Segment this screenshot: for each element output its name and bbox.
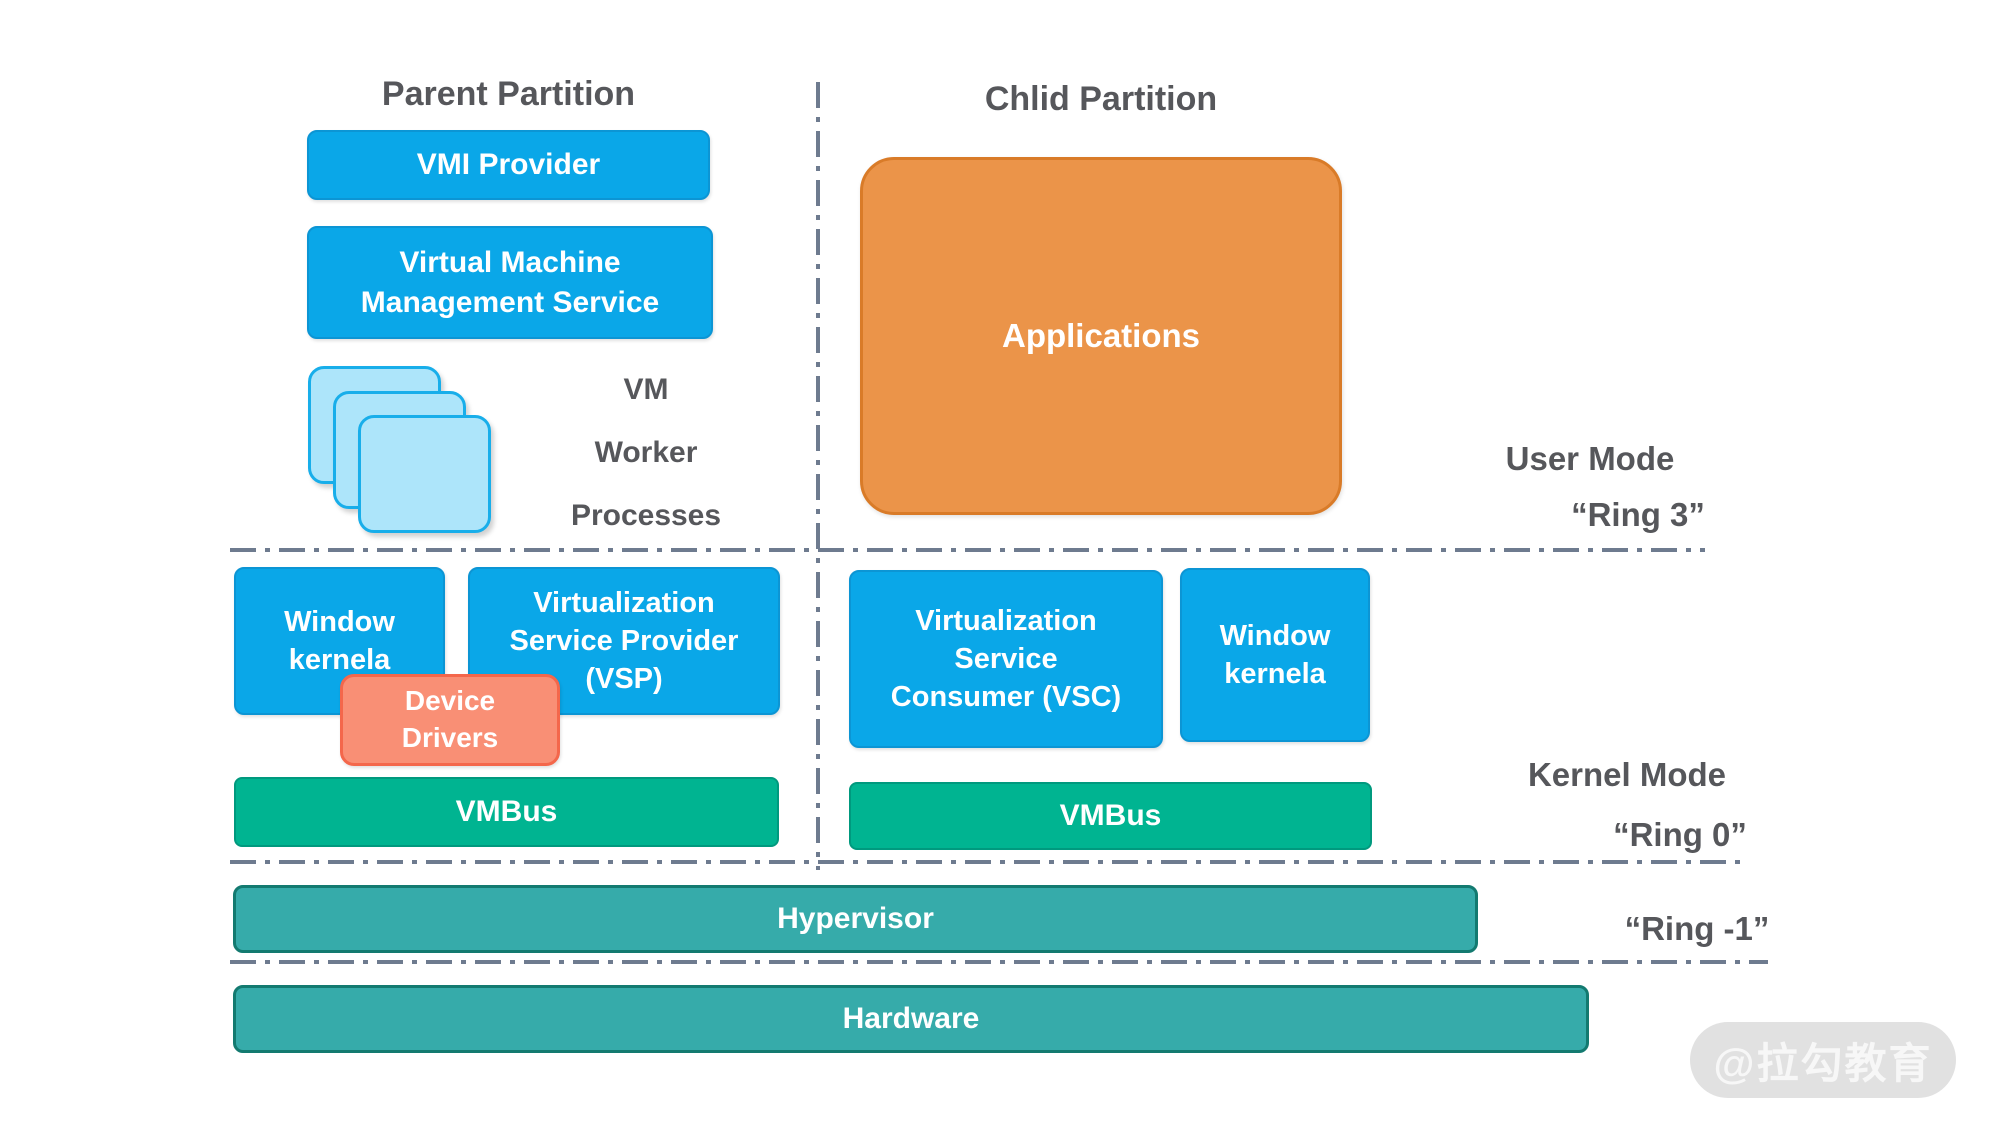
user-mode-label: User Mode (1505, 440, 1675, 477)
vm-worker-processes-label: VM Worker Processes (570, 373, 722, 532)
parent-partition-title: Parent Partition (381, 75, 636, 113)
vmi-provider-box: VMI Provider (307, 130, 710, 200)
hardware-bar: Hardware (233, 985, 1589, 1053)
hypervisor-bar: Hypervisor (233, 885, 1478, 953)
ring-minus1-label: “Ring -1” (1624, 910, 1770, 947)
child-partition-title: Chlid Partition (984, 80, 1218, 118)
ring3-label: “Ring 3” (1571, 496, 1705, 533)
applications-box: Applications (860, 157, 1342, 515)
device-drivers-box: Device Drivers (340, 674, 560, 766)
vsc-box: Virtualization Service Consumer (VSC) (849, 570, 1163, 748)
vmbus-right-box: VMBus (849, 782, 1372, 850)
ring0-label: “Ring 0” (1613, 816, 1747, 853)
kernel-mode-label: Kernel Mode (1527, 756, 1727, 793)
vm-management-service-box: Virtual Machine Management Service (307, 226, 713, 339)
window-kernel-right-box: Window kernela (1180, 568, 1370, 742)
watermark-badge: @拉勾教育 (1690, 1022, 1956, 1098)
vm-worker-process-square-front (358, 415, 491, 533)
vmbus-left-box: VMBus (234, 777, 779, 847)
